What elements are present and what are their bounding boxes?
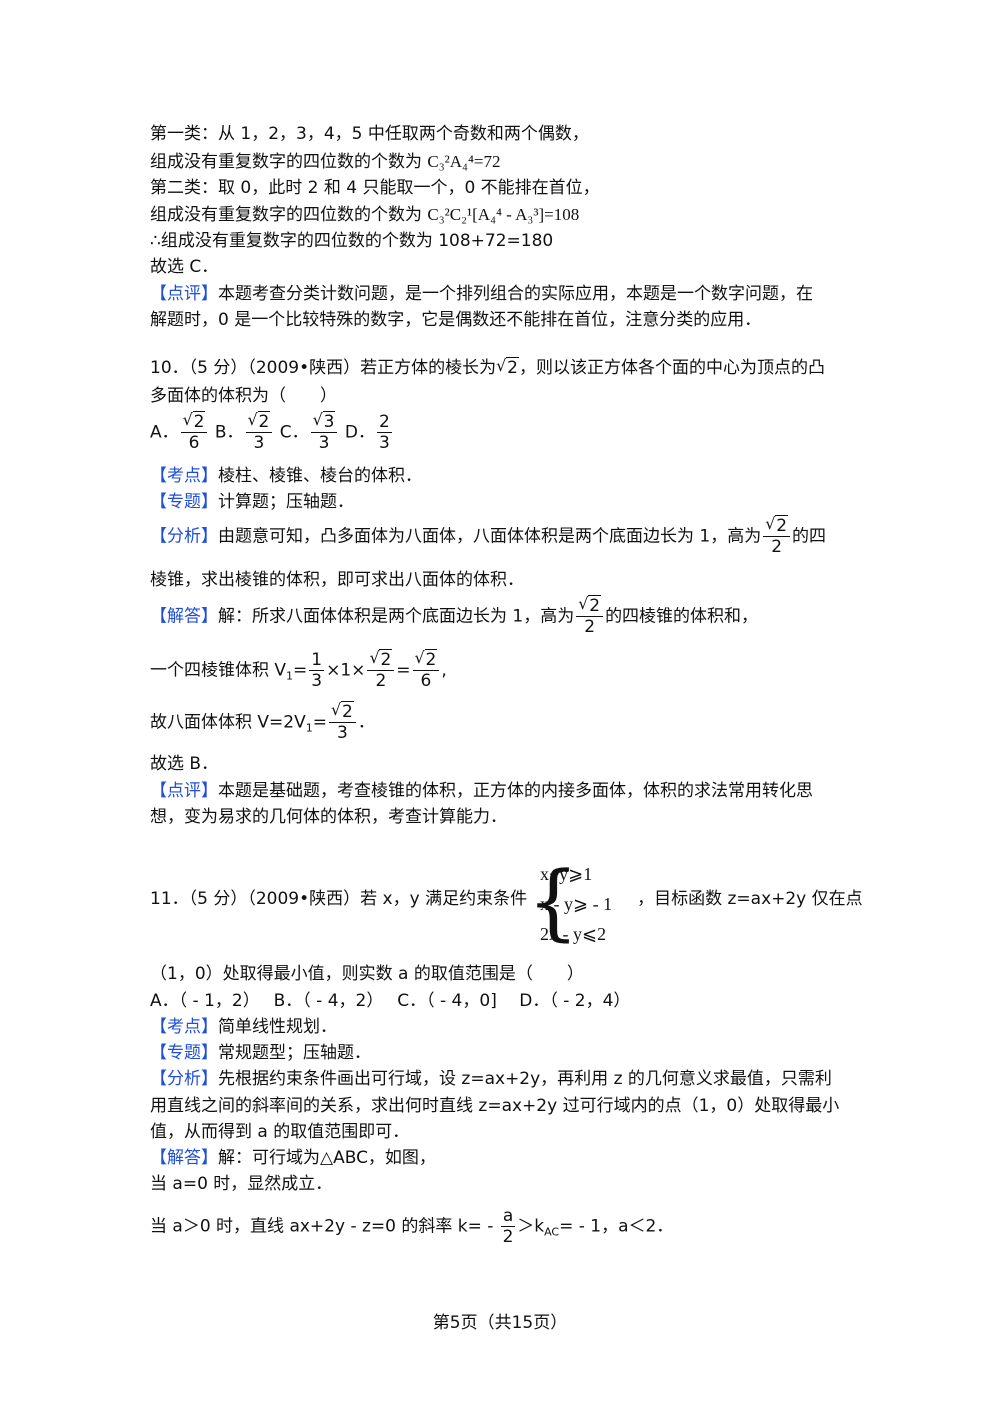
kaodian: 【考点】棱柱、棱锥、棱台的体积． [150, 466, 422, 486]
q11-options: A．（ - 1，2） B．（ - 4，2） C．（ - 4，0] D．（ - 2… [150, 991, 631, 1011]
text-line: ∴组成没有重复数字的四位数的个数为 108+72=180 [150, 231, 554, 251]
comment-line: 【点评】本题考查分类计数问题，是一个排列组合的实际应用，本题是一个数字问题，在 [150, 284, 813, 304]
comment-line: 解题时，0 是一个比较特殊的数字，它是偶数还不能排在首位，注意分类的应用． [150, 310, 762, 330]
q11-line2: （1，0）处取得最小值，则实数 a 的取值范围是（ ） [150, 964, 584, 984]
fenxi: 【分析】先根据约束条件画出可行域，设 z=ax+2y，再利用 z 的几何意义求最… [150, 1069, 832, 1089]
sqrt: √2 [496, 356, 519, 378]
text-line: 故选 B． [150, 754, 219, 774]
formula: C₃²A₄⁴=72 [427, 152, 501, 171]
brace: { [527, 855, 580, 950]
constraint: 2x - y⩽2 [540, 924, 607, 944]
zhuanti: 【专题】计算题；压轴题． [150, 492, 354, 512]
comment-tag: 【点评】 [150, 284, 218, 304]
q11-head: 11．（5 分）（2009•陕西）若 x，y 满足约束条件，目标函数 z=ax+… [150, 889, 863, 909]
text-line: 用直线之间的斜率间的关系，求出何时直线 z=ax+2y 过可行域内的点（1，0）… [150, 1096, 840, 1116]
kaodian: 【考点】简单线性规划． [150, 1017, 337, 1037]
dianping: 【点评】本题是基础题，考查棱锥的体积，正方体的内接多面体，体积的求法常用转化思 [150, 781, 813, 801]
constraint: x - y⩾ - 1 [540, 894, 613, 914]
text-line: 第一类：从 1，2，3，4，5 中任取两个奇数和两个偶数， [150, 124, 589, 144]
text-line: 组成没有重复数字的四位数的个数为 C₃²C₂¹[A₄⁴ - A₃³]=108 [150, 205, 580, 225]
text-line: 第二类：取 0，此时 2 和 4 只能取一个，0 不能排在首位， [150, 178, 600, 198]
text-line: 棱锥，求出棱锥的体积，即可求出八面体的体积． [150, 570, 524, 590]
formula: C₃²C₂¹[A₄⁴ - A₃³]=108 [427, 205, 580, 224]
jieda: 【解答】解：可行域为△ABC，如图， [150, 1148, 436, 1168]
q10-head: 10．（5 分）（2009•陕西）若正方体的棱长为√2，则以该正方体各个面的中心… [150, 356, 825, 378]
constraint: x+y⩾1 [540, 864, 593, 884]
zhuanti: 【专题】常规题型；压轴题． [150, 1043, 371, 1063]
text-line: 想，变为易求的几何体的体积，考查计算能力． [150, 807, 507, 827]
text-line: 当 a=0 时，显然成立． [150, 1174, 333, 1194]
text-line: 组成没有重复数字的四位数的个数为 C₃²A₄⁴=72 [150, 152, 501, 172]
page-footer: 第5页（共15页） [432, 1313, 568, 1333]
text-line: 故选 C． [150, 257, 219, 277]
q10-line2: 多面体的体积为（ ） [150, 386, 337, 406]
text-line: 值，从而得到 a 的取值范围即可． [150, 1122, 410, 1142]
